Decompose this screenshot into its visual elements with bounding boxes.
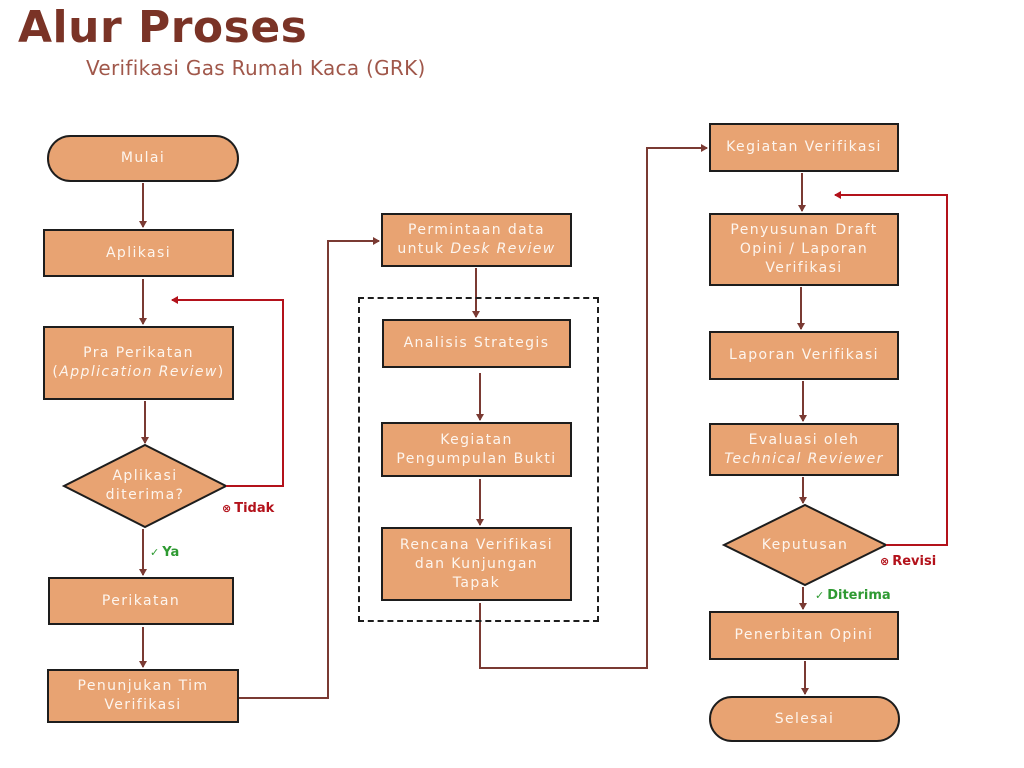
page-title: Alur Proses xyxy=(18,2,308,53)
arrow-rencana-kegiatan xyxy=(479,144,708,669)
edge-label-revisi: ⊗ Revisi xyxy=(880,554,937,569)
node-laporan-verifikasi[interactable]: Laporan Verifikasi xyxy=(709,331,899,380)
node-penerbitan-opini[interactable]: Penerbitan Opini xyxy=(709,611,899,660)
node-pra-perikatan[interactable]: Pra Perikatan (Application Review) xyxy=(43,326,234,400)
x-circle-icon: ⊗ xyxy=(880,555,890,568)
arrow-revisi-loop xyxy=(834,191,948,546)
node-pengumpulan-bukti[interactable]: Kegiatan Pengumpulan Bukti xyxy=(381,422,572,477)
decision-keputusan-label: Keputusan xyxy=(761,537,849,553)
decision-diamond-keputusan xyxy=(721,503,889,587)
decision-aplikasi-label: Aplikasi diterima? xyxy=(105,468,185,503)
check-circle-icon: ✓ xyxy=(815,589,825,602)
node-aplikasi[interactable]: Aplikasi xyxy=(43,229,234,277)
page-subtitle: Verifikasi Gas Rumah Kaca (GRK) xyxy=(86,56,426,80)
node-kegiatan-verifikasi[interactable]: Kegiatan Verifikasi xyxy=(709,123,899,172)
node-permintaan-data[interactable]: Permintaan data untuk Desk Review xyxy=(381,213,572,267)
node-rencana-verifikasi[interactable]: Rencana Verifikasi dan Kunjungan Tapak xyxy=(381,527,572,601)
node-analisis-strategis[interactable]: Analisis Strategis xyxy=(382,319,571,368)
decision-diamond-aplikasi xyxy=(61,443,229,529)
desk-review-group xyxy=(358,297,599,622)
node-evaluasi[interactable]: Evaluasi oleh Technical Reviewer xyxy=(709,423,899,476)
arrow-penunjukan-permintaan xyxy=(239,237,380,699)
arrow-tidak-loop xyxy=(171,296,284,487)
x-circle-icon: ⊗ xyxy=(222,502,232,515)
node-mulai[interactable]: Mulai xyxy=(47,135,239,182)
node-perikatan[interactable]: Perikatan xyxy=(48,577,234,625)
node-perikatan-label: Perikatan xyxy=(101,592,181,609)
node-selesai[interactable]: Selesai xyxy=(709,696,900,742)
node-aplikasi-label: Aplikasi xyxy=(105,244,172,261)
node-pra-perikatan-line1: Pra Perikatan xyxy=(83,345,194,361)
edge-label-diterima: ✓ Diterima xyxy=(815,588,891,603)
edge-label-tidak: ⊗ Tidak xyxy=(222,501,275,516)
node-mulai-label: Mulai xyxy=(120,150,166,166)
check-circle-icon: ✓ xyxy=(150,546,160,559)
node-pra-perikatan-line2: (Application Review) xyxy=(52,364,225,380)
node-penyusunan-draft[interactable]: Penyusunan Draft Opini / Laporan Verifik… xyxy=(709,213,899,286)
node-penunjukan-tim[interactable]: Penunjukan Tim Verifikasi xyxy=(47,669,239,723)
edge-label-ya: ✓ Ya xyxy=(150,545,180,560)
